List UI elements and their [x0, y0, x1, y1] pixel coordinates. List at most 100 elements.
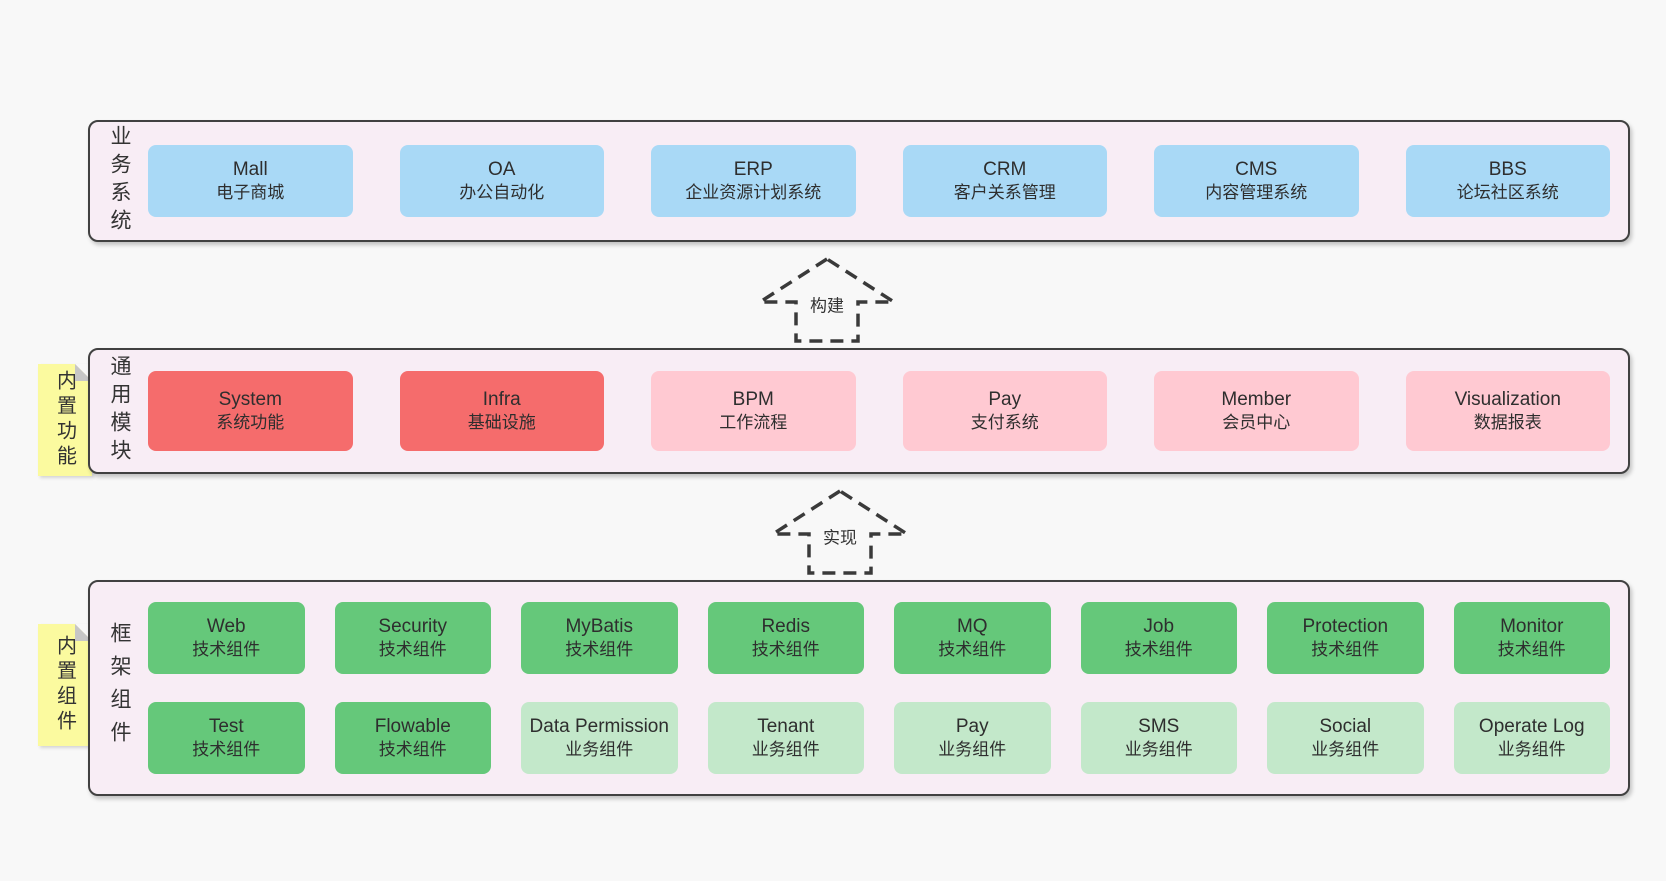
box-web: Web 技术组件 — [148, 602, 305, 674]
panel-business-systems: 业务系统 Mall 电子商城 OA 办公自动化 ERP 企业资源计划系统 CRM… — [88, 120, 1630, 242]
box-test-desc: 技术组件 — [192, 740, 261, 760]
box-bbs-desc: 论坛社区系统 — [1456, 183, 1559, 203]
framework-boxes: Web 技术组件 Security 技术组件 MyBatis 技术组件 Redi… — [148, 582, 1628, 794]
box-mall: Mall 电子商城 — [148, 145, 353, 217]
box-operate-log: Operate Log 业务组件 — [1453, 702, 1610, 774]
box-protection: Protection 技术组件 — [1267, 602, 1424, 674]
box-pay-desc: 支付系统 — [970, 413, 1039, 433]
up-arrow-dashed-icon — [770, 488, 910, 575]
box-test-name: Test — [208, 715, 244, 737]
box-bbs-name: BBS — [1488, 158, 1527, 180]
box-system-name: System — [218, 388, 282, 410]
panel-framework-components-label: 框架组件 — [108, 622, 131, 754]
box-mq-name: MQ — [956, 615, 988, 637]
box-member-desc: 会员中心 — [1222, 413, 1291, 433]
box-infra-name: Infra — [482, 388, 521, 410]
box-redis: Redis 技术组件 — [707, 602, 864, 674]
arrow-build: 构建 — [757, 256, 897, 344]
box-flowable-name: Flowable — [374, 715, 451, 737]
up-arrow-dashed-icon — [757, 256, 897, 343]
arrow-implement-label: 实现 — [818, 520, 862, 552]
panel-common-modules-label: 通用模块 — [108, 355, 131, 467]
box-oa-desc: 办公自动化 — [459, 183, 545, 203]
box-security-desc: 技术组件 — [378, 640, 447, 660]
box-erp-name: ERP — [733, 158, 773, 180]
box-mq-desc: 技术组件 — [938, 640, 1007, 660]
framework-row-2: Test 技术组件 Flowable 技术组件 Data Permission … — [148, 702, 1610, 774]
arrow-implement: 实现 — [770, 488, 910, 576]
box-mall-name: Mall — [232, 158, 268, 180]
box-member-name: Member — [1221, 388, 1292, 410]
box-system-desc: 系统功能 — [216, 413, 285, 433]
box-data-permission-desc: 业务组件 — [565, 740, 634, 760]
box-system: System 系统功能 — [148, 371, 353, 451]
panel-common-modules: 通用模块 System 系统功能 Infra 基础设施 BPM 工作流程 Pay… — [88, 348, 1630, 474]
box-job-desc: 技术组件 — [1124, 640, 1193, 660]
box-pay-biz-name: Pay — [955, 715, 989, 737]
box-security: Security 技术组件 — [334, 602, 491, 674]
box-cms: CMS 内容管理系统 — [1154, 145, 1359, 217]
panel-business-systems-label: 业务系统 — [108, 125, 131, 237]
box-protection-desc: 技术组件 — [1311, 640, 1380, 660]
box-social-name: Social — [1319, 715, 1372, 737]
box-pay: Pay 支付系统 — [902, 371, 1107, 451]
box-web-name: Web — [206, 615, 246, 637]
box-flowable-desc: 技术组件 — [378, 740, 447, 760]
box-tenant-desc: 业务组件 — [751, 740, 820, 760]
box-mybatis: MyBatis 技术组件 — [521, 602, 678, 674]
box-mybatis-desc: 技术组件 — [565, 640, 634, 660]
box-bbs: BBS 论坛社区系统 — [1405, 145, 1610, 217]
box-social-desc: 业务组件 — [1311, 740, 1380, 760]
box-job: Job 技术组件 — [1080, 602, 1237, 674]
box-sms-desc: 业务组件 — [1124, 740, 1193, 760]
box-data-permission-name: Data Permission — [529, 715, 669, 737]
box-bpm-name: BPM — [732, 388, 774, 410]
box-bpm-desc: 工作流程 — [719, 413, 788, 433]
box-pay-name: Pay — [988, 388, 1022, 410]
box-data-permission: Data Permission 业务组件 — [521, 702, 678, 774]
business-boxes-row: Mall 电子商城 OA 办公自动化 ERP 企业资源计划系统 CRM 客户关系… — [148, 122, 1628, 240]
box-pay-biz: Pay 业务组件 — [894, 702, 1051, 774]
box-oa-name: OA — [488, 158, 516, 180]
box-cms-desc: 内容管理系统 — [1205, 183, 1308, 203]
box-test: Test 技术组件 — [148, 702, 305, 774]
box-mq: MQ 技术组件 — [894, 602, 1051, 674]
box-web-desc: 技术组件 — [192, 640, 261, 660]
box-crm-desc: 客户关系管理 — [953, 183, 1056, 203]
box-operate-log-desc: 业务组件 — [1497, 740, 1566, 760]
tag-built-in-features-label: 内置功能 — [53, 370, 76, 470]
arrow-build-label: 构建 — [805, 288, 849, 320]
box-protection-name: Protection — [1302, 615, 1389, 637]
tag-built-in-features: 内置功能 — [38, 364, 92, 476]
box-mybatis-name: MyBatis — [565, 615, 634, 637]
box-redis-name: Redis — [761, 615, 811, 637]
box-social: Social 业务组件 — [1267, 702, 1424, 774]
box-mall-desc: 电子商城 — [216, 183, 285, 203]
box-security-name: Security — [378, 615, 448, 637]
box-tenant-name: Tenant — [757, 715, 815, 737]
box-monitor-name: Monitor — [1500, 615, 1564, 637]
box-crm-name: CRM — [983, 158, 1027, 180]
panel-framework-components: 框架组件 Web 技术组件 Security 技术组件 MyBatis 技术组件… — [88, 580, 1630, 796]
tag-built-in-components-label: 内置组件 — [53, 635, 76, 735]
box-infra-desc: 基础设施 — [467, 413, 536, 433]
box-erp-desc: 企业资源计划系统 — [685, 183, 822, 203]
box-visualization-desc: 数据报表 — [1473, 413, 1542, 433]
box-erp: ERP 企业资源计划系统 — [651, 145, 856, 217]
box-job-name: Job — [1143, 615, 1175, 637]
box-bpm: BPM 工作流程 — [651, 371, 856, 451]
box-oa: OA 办公自动化 — [399, 145, 604, 217]
box-cms-name: CMS — [1235, 158, 1278, 180]
framework-row-1: Web 技术组件 Security 技术组件 MyBatis 技术组件 Redi… — [148, 602, 1610, 674]
modules-boxes-row: System 系统功能 Infra 基础设施 BPM 工作流程 Pay 支付系统… — [148, 350, 1628, 472]
box-visualization: Visualization 数据报表 — [1405, 371, 1610, 451]
box-redis-desc: 技术组件 — [751, 640, 820, 660]
box-infra: Infra 基础设施 — [399, 371, 604, 451]
box-operate-log-name: Operate Log — [1478, 715, 1585, 737]
box-monitor: Monitor 技术组件 — [1453, 602, 1610, 674]
box-member: Member 会员中心 — [1154, 371, 1359, 451]
box-visualization-name: Visualization — [1454, 388, 1561, 410]
box-flowable: Flowable 技术组件 — [334, 702, 491, 774]
box-pay-biz-desc: 业务组件 — [938, 740, 1007, 760]
box-sms: SMS 业务组件 — [1080, 702, 1237, 774]
